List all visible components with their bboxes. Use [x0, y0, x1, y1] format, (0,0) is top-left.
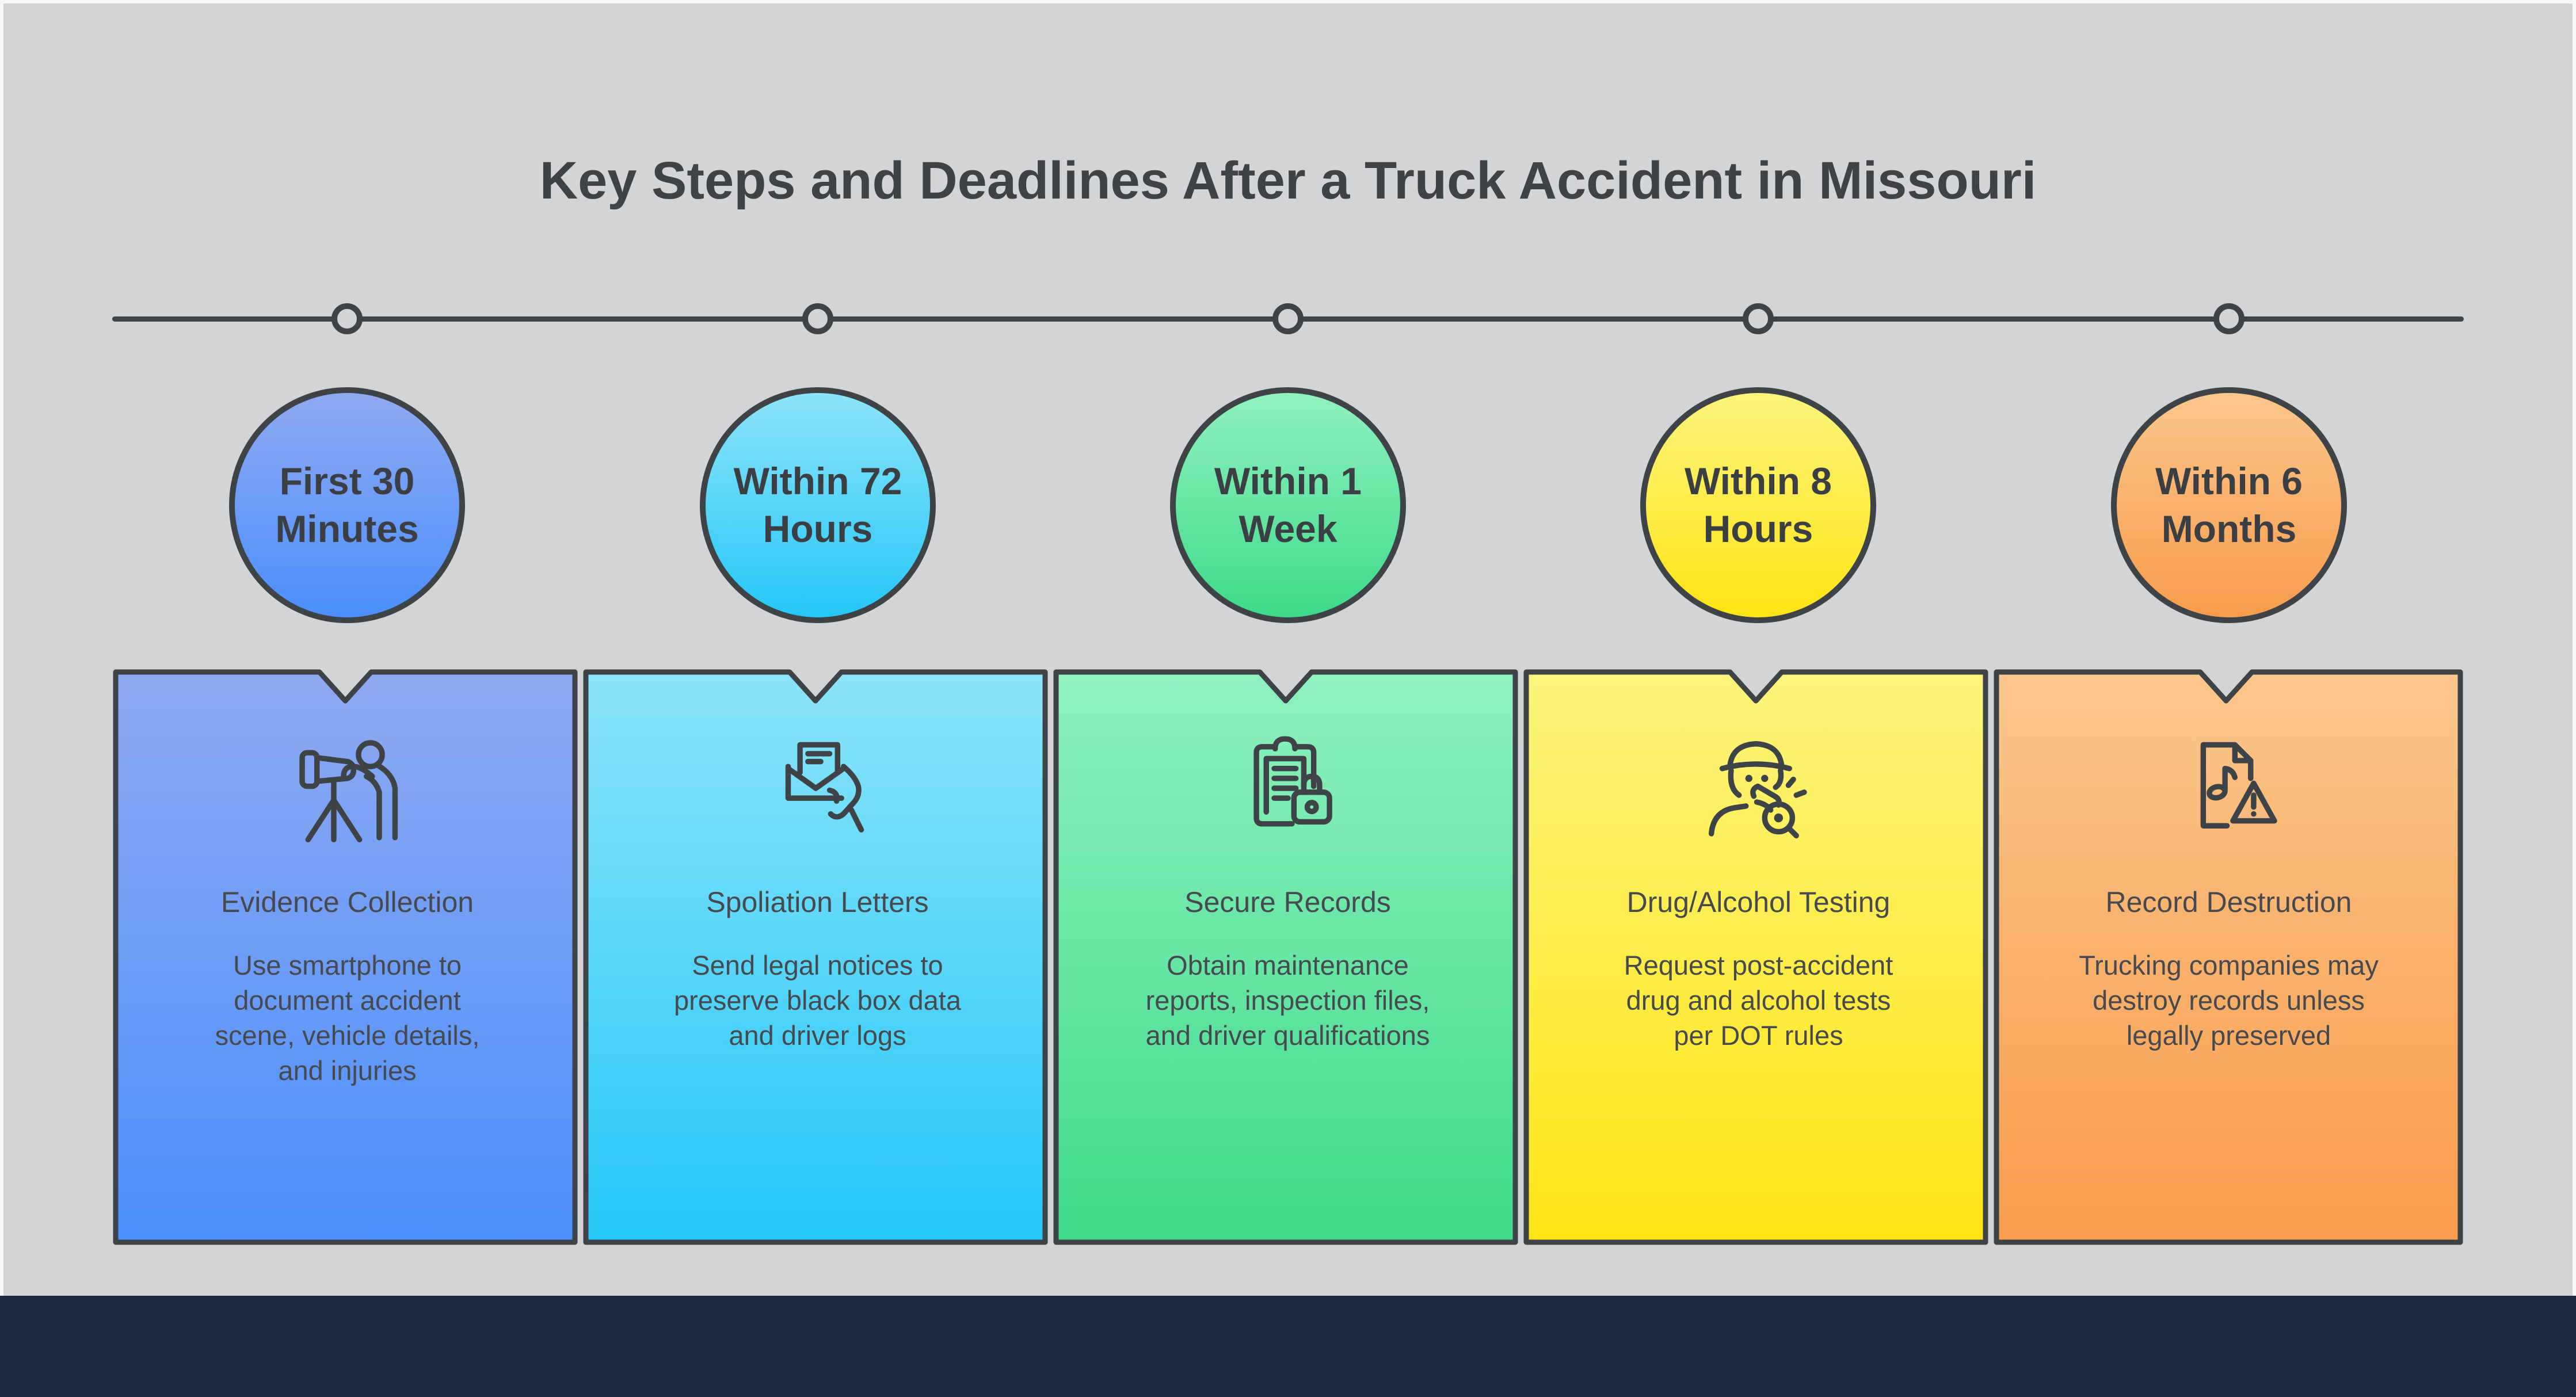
timeline-node: [802, 303, 833, 334]
timeline-node: [331, 303, 363, 334]
step-cards-shapes: [113, 669, 2463, 1245]
clipboard-lock-icon: [1053, 729, 1523, 848]
step-description: Trucking companies may destroy records u…: [2079, 950, 2379, 1051]
step-description: Request post-accident drug and alcohol t…: [1624, 950, 1893, 1051]
step-heading: Spoliation Letters: [706, 886, 929, 918]
step-card: Record Destruction Trucking companies ma…: [1994, 671, 2464, 1243]
step-card-shape: [1523, 669, 1988, 1245]
deadline-circle: Within 8 Hours: [1640, 387, 1876, 623]
step-description: Send legal notices to preserve black box…: [673, 950, 961, 1051]
timeline-node: [1272, 303, 1304, 334]
breathalyzer-icon: [1523, 729, 1994, 848]
deadline-circle: First 30 Minutes: [229, 387, 465, 623]
timeline-node: [1743, 303, 1774, 334]
file-warning-icon: [1994, 729, 2464, 848]
step-card-shape: [583, 669, 1048, 1245]
deadline-circle: Within 72 Hours: [700, 387, 936, 623]
step-heading: Record Destruction: [2105, 886, 2352, 918]
step-description: Use smartphone to document accident scen…: [215, 950, 480, 1086]
step-card: Secure Records Obtain maintenance report…: [1053, 671, 1523, 1243]
camera-tripod-icon: [112, 729, 582, 848]
step-card: Drug/Alcohol Testing Request post-accide…: [1523, 671, 1994, 1243]
timeline-node: [2213, 303, 2245, 334]
step-card: Spoliation Letters Send legal notices to…: [582, 671, 1053, 1243]
step-card: Evidence Collection Use smartphone to do…: [112, 671, 582, 1243]
page-title: Key Steps and Deadlines After a Truck Ac…: [539, 151, 2037, 210]
step-card-shape: [1994, 669, 2463, 1245]
step-heading: Drug/Alcohol Testing: [1626, 886, 1891, 918]
deadline-circle: Within 1 Week: [1170, 387, 1406, 623]
deadline-circle: Within 6 Months: [2111, 387, 2347, 623]
footer-bar: [0, 1296, 2576, 1397]
envelope-hand-icon: [582, 729, 1053, 848]
step-card-shape: [1053, 669, 1518, 1245]
step-heading: Secure Records: [1184, 886, 1391, 918]
step-description: Obtain maintenance reports, inspection f…: [1145, 950, 1430, 1051]
step-heading: Evidence Collection: [220, 886, 474, 918]
step-card-shape: [113, 669, 578, 1245]
